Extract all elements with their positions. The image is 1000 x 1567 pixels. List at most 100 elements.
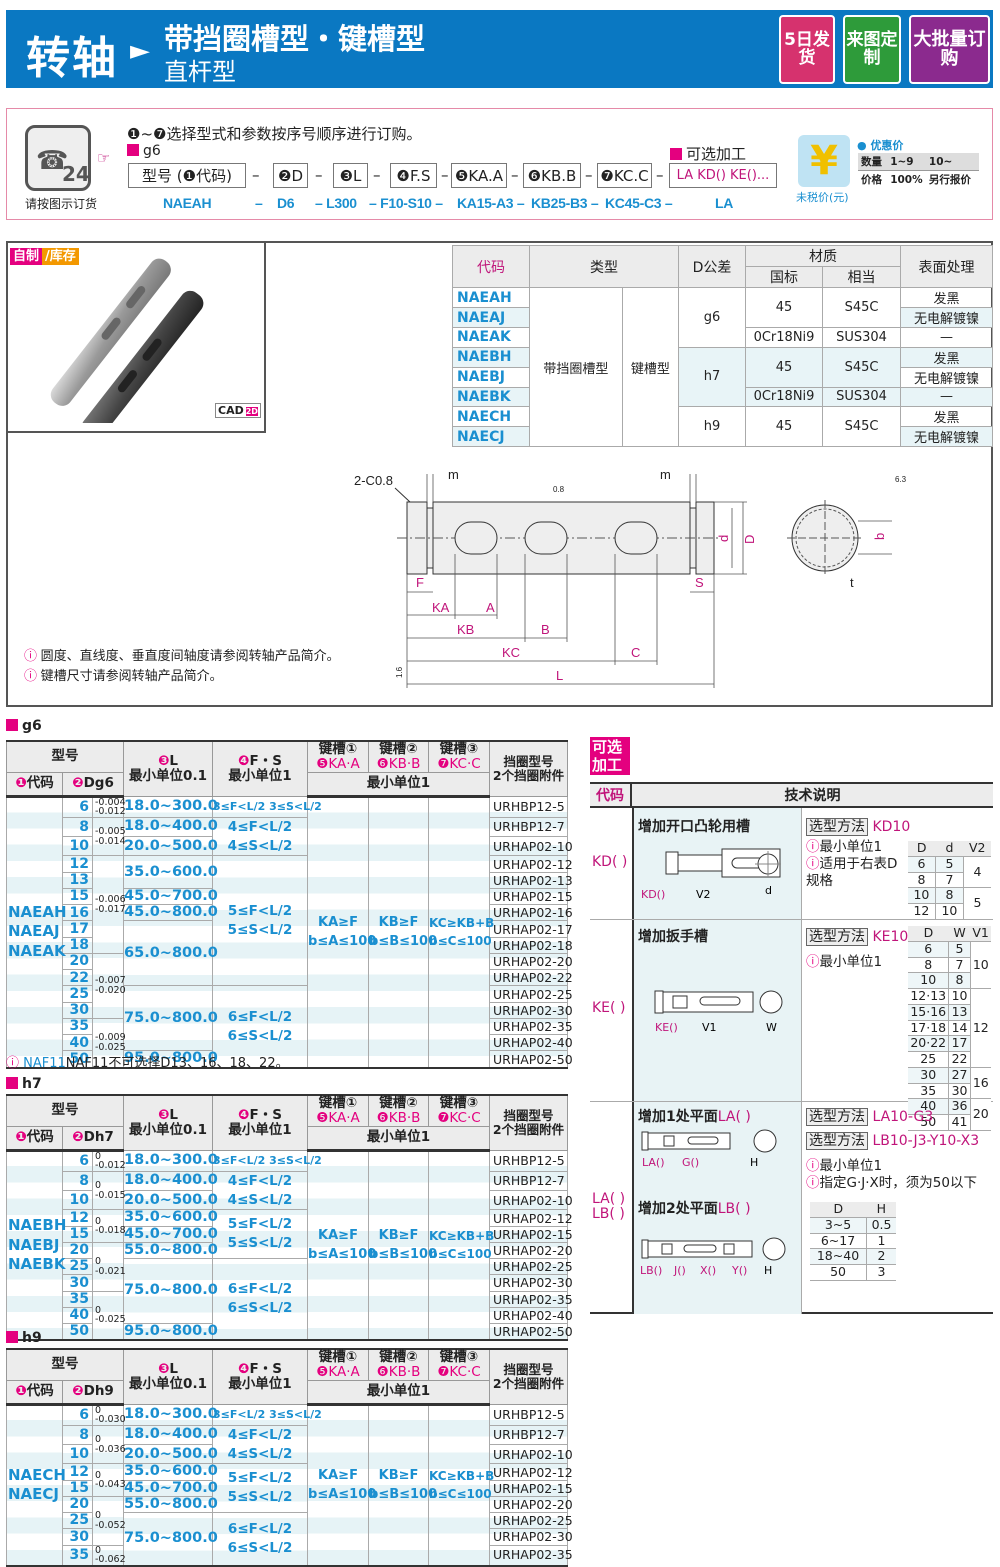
model-code[interactable]: NAECH — [8, 1465, 66, 1484]
d-value[interactable]: 10 — [62, 1444, 93, 1465]
d-value[interactable]: 35 — [62, 1544, 93, 1566]
spec-code[interactable]: NAEAH — [452, 287, 530, 308]
d-value[interactable]: 8 — [62, 816, 93, 838]
drawing-note-2: ⓘ 键槽尺寸请参阅转轴产品简介。 — [24, 668, 223, 683]
retaining-ring: URHBP12-7 — [489, 816, 569, 838]
spec-code[interactable]: NAEAK — [452, 327, 530, 348]
d-value[interactable]: 12 — [62, 855, 93, 873]
d-value[interactable]: 18 — [62, 936, 93, 954]
fs-range-line: 5≤S<L/2 — [227, 921, 293, 938]
d-value[interactable]: 10 — [62, 1190, 93, 1211]
tolerance-value: -0.017 — [95, 903, 126, 915]
spec-code[interactable]: NAEBJ — [452, 366, 530, 388]
l-range: 18.0~400.0 — [123, 1424, 218, 1446]
badge-bulk-order: 大批量订购 — [909, 15, 990, 84]
header-model: 型号 — [5, 1349, 125, 1381]
d-value[interactable]: 22 — [62, 969, 93, 987]
spec-code[interactable]: NAEAJ — [452, 307, 530, 328]
svg-text:B: B — [541, 622, 550, 637]
l-range: 55.0~800.0 — [123, 1495, 218, 1514]
model-code[interactable]: NAEAK — [8, 941, 66, 960]
tolerance-value: 0 — [95, 1434, 102, 1446]
d-value[interactable]: 25 — [62, 1258, 93, 1276]
mini-v: 5 — [962, 887, 991, 920]
d-value[interactable]: 12 — [62, 1463, 93, 1481]
d-value[interactable]: 40 — [62, 1306, 93, 1324]
d-value[interactable]: 12 — [62, 1209, 93, 1227]
mini-v: 12 — [969, 988, 991, 1068]
d-value[interactable]: 8 — [62, 1424, 93, 1446]
example-dash: – — [255, 195, 263, 211]
order-box-code: 型号 (❶代码) — [128, 163, 246, 188]
model-code[interactable]: NAEAH — [8, 902, 67, 921]
tolerance-value: -0.012 — [95, 1160, 126, 1172]
fs-range-line: 4≤F<L/2 — [227, 1426, 293, 1443]
pointing-hand-icon: ☞ — [97, 149, 111, 167]
ke-notes: ⓘ最小单位1 — [806, 954, 883, 970]
mini-header: V1 — [970, 925, 991, 942]
d-value[interactable]: 25 — [62, 985, 93, 1003]
model-code[interactable]: NAEBK — [8, 1255, 66, 1274]
mini-cell: 5 — [948, 941, 971, 958]
d-value[interactable]: 10 — [62, 836, 93, 857]
d-value[interactable]: 50 — [62, 1050, 93, 1069]
d-value[interactable]: 50 — [62, 1322, 93, 1341]
discount-title: ● 优惠价 — [857, 139, 904, 152]
d-value[interactable]: 17 — [62, 920, 93, 938]
d-value[interactable]: 6 — [62, 795, 93, 818]
tolerance: 0-0.025 — [91, 1290, 126, 1341]
mini-cell: 1 — [866, 1233, 896, 1250]
d-value[interactable]: 15 — [62, 1479, 93, 1497]
d-value[interactable]: 20 — [62, 1495, 93, 1514]
spec-code[interactable]: NAECH — [452, 406, 530, 427]
d-value[interactable]: 6 — [62, 1403, 93, 1426]
spec-code[interactable]: NAEBH — [452, 346, 530, 368]
svg-text:X(): X() — [700, 1264, 716, 1277]
retaining-ring: URHAP02-12 — [489, 855, 573, 873]
l-range: 75.0~800.0 — [123, 1512, 218, 1566]
d-value[interactable]: 25 — [62, 1512, 93, 1530]
spec-material-eq: SUS304 — [822, 386, 901, 407]
d-value[interactable]: 15 — [62, 1225, 93, 1243]
d-value[interactable]: 30 — [62, 1001, 93, 1019]
tolerance-value: 0 — [95, 1544, 102, 1556]
d-value[interactable]: 8 — [62, 1170, 93, 1192]
spec-code[interactable]: NAEBK — [452, 386, 530, 407]
model-code[interactable]: NAEAJ — [8, 922, 60, 941]
d-value[interactable]: 13 — [62, 871, 93, 889]
mini-v: 10 — [969, 941, 991, 990]
d-value[interactable]: 16 — [62, 904, 93, 922]
spec-material-eq: S45C — [822, 346, 901, 388]
d-value[interactable]: 35 — [62, 1017, 93, 1036]
model-code[interactable]: NAEBJ — [8, 1235, 60, 1254]
spec-surface: 无电解镀镍 — [900, 307, 993, 328]
d-value[interactable]: 20 — [62, 1241, 93, 1260]
spec-tolerance: g6 — [678, 287, 746, 348]
model-code[interactable]: NAECJ — [8, 1485, 59, 1504]
d-value[interactable]: 30 — [62, 1274, 93, 1292]
d-value[interactable]: 15 — [62, 887, 93, 906]
ka-rule-line: KA≥F — [318, 914, 358, 930]
d-value[interactable]: 40 — [62, 1034, 93, 1052]
spec-code[interactable]: NAECJ — [452, 426, 530, 447]
svg-text:KE(): KE() — [655, 1021, 678, 1034]
model-code[interactable]: NAEBH — [8, 1216, 67, 1235]
spec-material-eq: S45C — [822, 406, 901, 447]
option-code-la-lb: LA( )LB( ) — [592, 1191, 626, 1222]
d-value[interactable]: 20 — [62, 952, 93, 971]
d-value[interactable]: 30 — [62, 1528, 93, 1546]
d-value[interactable]: 6 — [62, 1149, 93, 1172]
header-code: ❶代码 — [6, 772, 63, 798]
d-value[interactable]: 35 — [62, 1290, 93, 1308]
